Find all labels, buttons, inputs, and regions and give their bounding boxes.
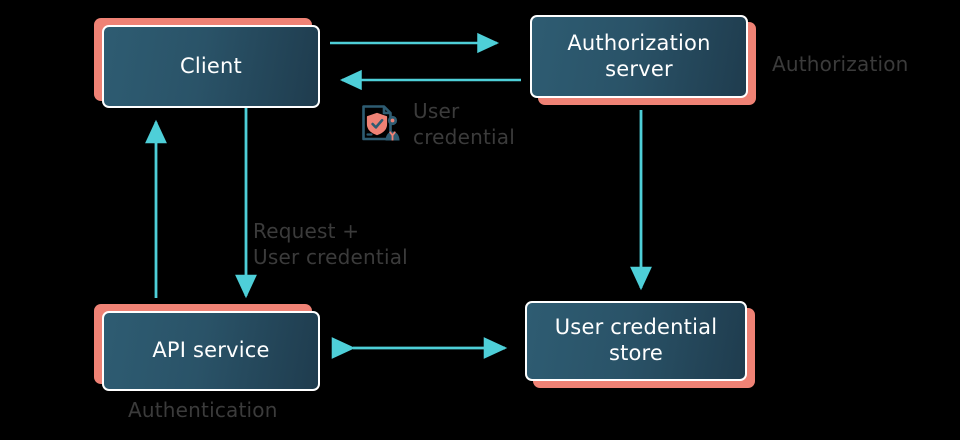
node-user-credential-store[interactable]: User credential store (525, 301, 755, 388)
node-panel: User credential store (525, 301, 747, 381)
node-label-client: Client (180, 53, 242, 78)
document-shield-person-icon (362, 105, 400, 141)
annotation-request-user-credential: Request + User credential (253, 219, 408, 269)
node-label-authorization-server: Authorization server (567, 30, 711, 81)
node-authorization-server[interactable]: Authorization server (530, 15, 756, 105)
node-client[interactable]: Client (94, 18, 320, 108)
annotation-authorization: Authorization (772, 52, 909, 76)
node-label-user-credential-store: User credential store (554, 315, 718, 365)
annotation-authentication: Authentication (128, 398, 278, 422)
annotation-user-credential: User credential (413, 99, 515, 149)
node-api-service[interactable]: API service (94, 304, 320, 391)
node-panel: API service (102, 311, 320, 391)
node-label-api-service: API service (152, 338, 270, 363)
user-credential-icon (357, 101, 405, 149)
node-panel: Client (102, 25, 320, 108)
node-panel: Authorization server (530, 15, 748, 98)
